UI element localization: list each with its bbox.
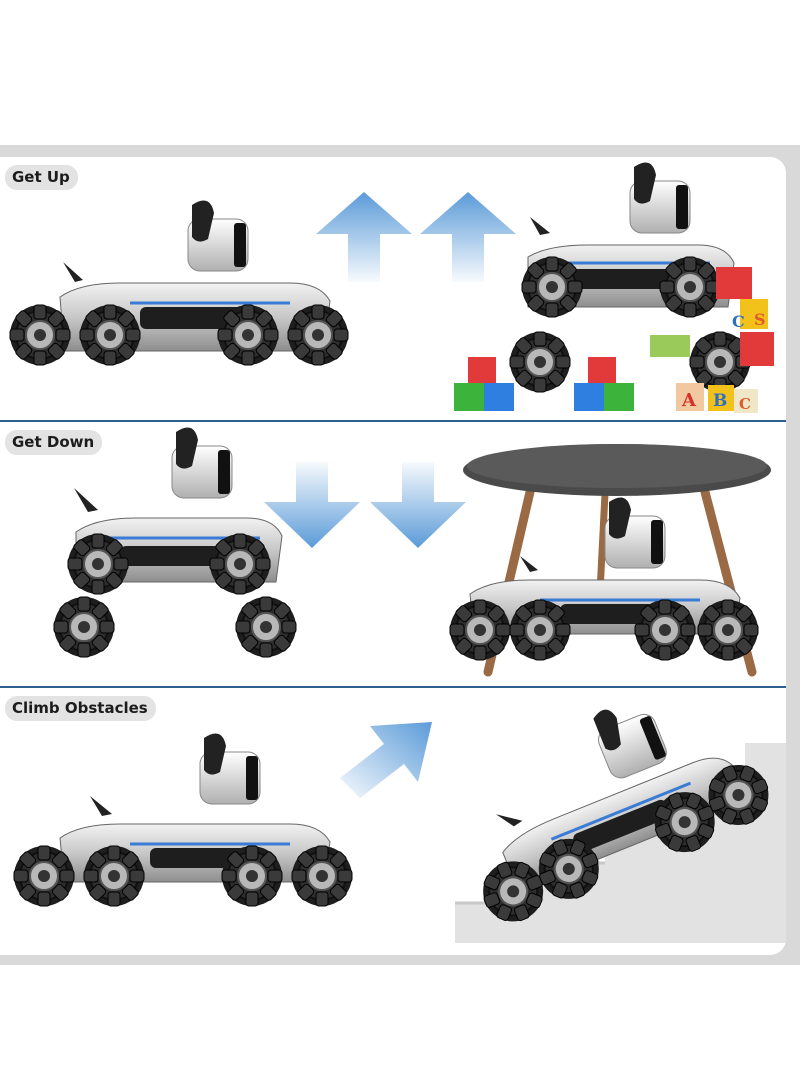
section-get-down: Get Down [0,422,786,686]
robot-dog-lying [13,733,353,907]
robot-dog-lying [9,200,349,366]
block-letter-2: S [754,310,766,329]
diagonal-arrow [340,722,432,798]
label-climb-obstacles: Climb Obstacles [5,696,156,721]
robot-dog-climbing [473,693,779,932]
get-up-illustration: C S A B C [9,162,774,413]
climb-obstacles-illustration [13,693,786,943]
side-table [463,444,771,677]
robot-dog-lying [449,497,759,661]
block-letter-4: B [713,391,727,411]
section-climb-obstacles: Climb Obstacles [0,688,786,955]
block-letter-5: C [739,395,751,413]
section-get-up: C S A B C Get Up [0,157,786,420]
block-letter-3: A [681,390,697,411]
robot-dog-standing [509,162,751,393]
down-arrows [264,462,466,548]
label-get-down: Get Down [5,430,103,455]
get-down-illustration [53,427,771,677]
robot-dog-standing [53,427,297,658]
toy-blocks [454,267,774,413]
section-divider-1 [0,420,786,422]
block-letter-1: C [732,312,745,331]
label-get-up: Get Up [5,165,78,190]
section-divider-2 [0,686,786,688]
up-arrows [316,192,516,282]
